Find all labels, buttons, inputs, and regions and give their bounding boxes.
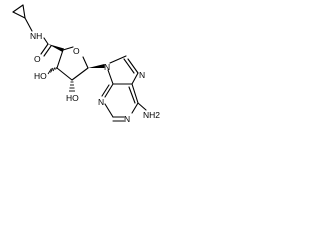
bond-cyclopropyl-nh: [24, 17, 33, 32]
n1-label: N: [124, 114, 130, 124]
n9-label: N: [104, 62, 110, 72]
cyclopropyl-group: [12, 4, 26, 19]
hash-bond-c3-oh: [47, 67, 57, 75]
carbonyl-oxygen-label: O: [34, 54, 41, 64]
bond-c1-n9-wedge: [88, 64, 105, 68]
imidazole-ring: [107, 55, 139, 85]
n3-label: N: [98, 97, 104, 107]
hash-bond-c2-oh: [69, 81, 75, 92]
ribose-ring: [56, 46, 89, 81]
hydroxyl-bottom-label: HO: [66, 93, 79, 103]
amide-nh-label: NH: [30, 31, 42, 41]
n7-label: N: [139, 70, 145, 80]
bond-carbonyl-c4-wedge: [48, 44, 64, 52]
bond-c6-amino: [137, 102, 147, 111]
pyrimidine-ring: [101, 83, 139, 122]
molecule-structure: NH O O HO HO N N N N NH2: [12, 4, 160, 124]
ring-oxygen-label: O: [73, 46, 80, 56]
hydroxyl-left-label: HO: [34, 71, 47, 81]
amino-label: NH2: [143, 110, 160, 120]
bond-nh-carbonyl: [43, 37, 49, 45]
carbonyl-double-bond: [40, 43, 52, 57]
